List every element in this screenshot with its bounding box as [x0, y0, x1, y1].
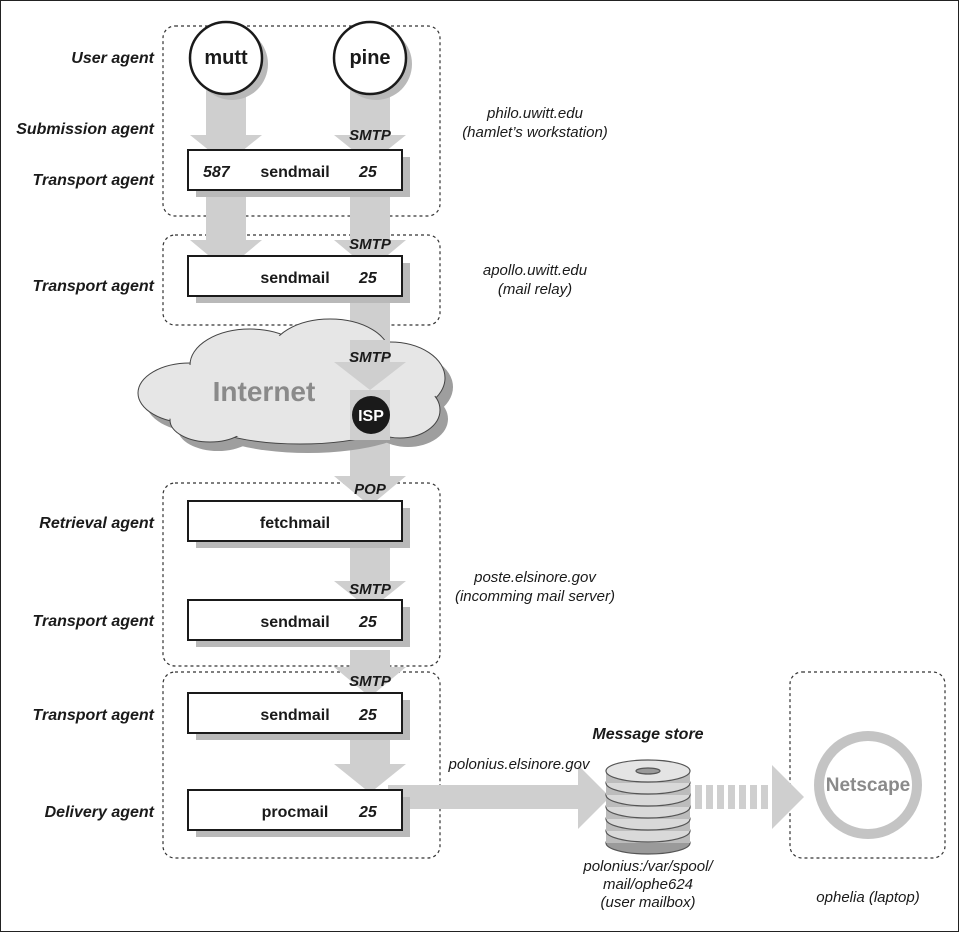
sendmail-box-poste: sendmail 25	[187, 599, 410, 647]
fetchmail-name: fetchmail	[260, 515, 330, 532]
internet-label: Internet	[213, 376, 316, 407]
philo-host-group	[162, 25, 441, 217]
protocol-smtp-1: SMTP	[349, 127, 392, 144]
port-25: 25	[358, 804, 378, 821]
arrow-to-procmail	[334, 735, 406, 793]
protocol-smtp-3: SMTP	[349, 349, 392, 366]
port-25: 25	[358, 707, 378, 724]
mutt-client: mutt	[188, 20, 268, 100]
sendmail-box-polonius: sendmail 25	[187, 692, 410, 740]
isp-badge	[352, 396, 390, 434]
label-transport-agent: Transport agent	[33, 172, 155, 189]
sendmail-name: sendmail	[260, 164, 329, 181]
port-587: 587	[203, 164, 231, 181]
procmail-name: procmail	[262, 804, 329, 821]
arrow-relay-left	[190, 196, 262, 270]
isp-label: ISP	[358, 408, 384, 425]
netscape-client: Netscape	[814, 731, 922, 839]
arrow-smtp-poste	[334, 546, 406, 610]
message-store: Message store polonius:/var/spool/ mail/…	[582, 726, 714, 911]
message-store-note: (user mailbox)	[600, 894, 695, 911]
protocol-smtp-2: SMTP	[349, 236, 392, 253]
label-delivery-agent: Delivery agent	[45, 804, 155, 821]
message-store-path: mail/ophe624	[603, 876, 693, 893]
sendmail-box-philo: 587 sendmail 25	[187, 149, 410, 197]
host-philo-note: (hamlet’s workstation)	[462, 124, 608, 141]
label-transport-agent: Transport agent	[33, 613, 155, 630]
message-store-path: polonius:/var/spool/	[582, 858, 714, 875]
arrow-to-message-store	[388, 765, 610, 829]
arrow-into-internet	[334, 340, 406, 390]
poste-host-group	[162, 482, 441, 667]
disk-stack-icon	[605, 759, 691, 855]
polonius-host-group	[162, 671, 441, 859]
sendmail-name: sendmail	[260, 707, 329, 724]
sendmail-box-apollo: sendmail 25	[187, 255, 410, 303]
host-apollo-note: (mail relay)	[498, 281, 572, 298]
protocol-smtp-4: SMTP	[349, 581, 392, 598]
arrow-pine-smtp	[334, 90, 406, 164]
pine-label: pine	[349, 47, 390, 69]
mutt-label: mutt	[204, 47, 248, 69]
port-25: 25	[358, 614, 378, 631]
port-25: 25	[358, 270, 378, 287]
host-ophelia: ophelia (laptop)	[816, 889, 919, 906]
label-user-agent: User agent	[71, 50, 154, 67]
fetchmail-box: fetchmail	[187, 500, 410, 548]
protocol-smtp-5: SMTP	[349, 673, 392, 690]
sendmail-name: sendmail	[260, 270, 329, 287]
host-poste-note: (incomming mail server)	[455, 588, 615, 605]
procmail-box: procmail 25	[187, 789, 410, 837]
protocol-pop: POP	[354, 481, 387, 498]
arrow-smtp-polonius	[334, 650, 406, 697]
pine-client: pine	[332, 20, 412, 100]
arrow-mutt-submission	[190, 90, 262, 164]
netscape-label: Netscape	[826, 775, 911, 796]
label-transport-agent: Transport agent	[33, 278, 155, 295]
host-philo: philo.uwitt.edu	[486, 105, 584, 122]
message-store-title: Message store	[592, 726, 703, 743]
ophelia-host-group	[789, 671, 946, 859]
host-poste: poste.elsinore.gov	[473, 569, 597, 586]
label-submission-agent: Submission agent	[16, 121, 154, 138]
label-retrieval-agent: Retrieval agent	[39, 515, 154, 532]
label-transport-agent: Transport agent	[33, 707, 155, 724]
sendmail-name: sendmail	[260, 614, 329, 631]
host-polonius: polonius.elsinore.gov	[448, 756, 591, 773]
internet-cloud: Internet ISP	[137, 318, 453, 453]
host-apollo: apollo.uwitt.edu	[483, 262, 588, 279]
arrow-relay-right	[334, 196, 406, 270]
arrow-pop	[334, 440, 406, 506]
port-25: 25	[358, 164, 378, 181]
